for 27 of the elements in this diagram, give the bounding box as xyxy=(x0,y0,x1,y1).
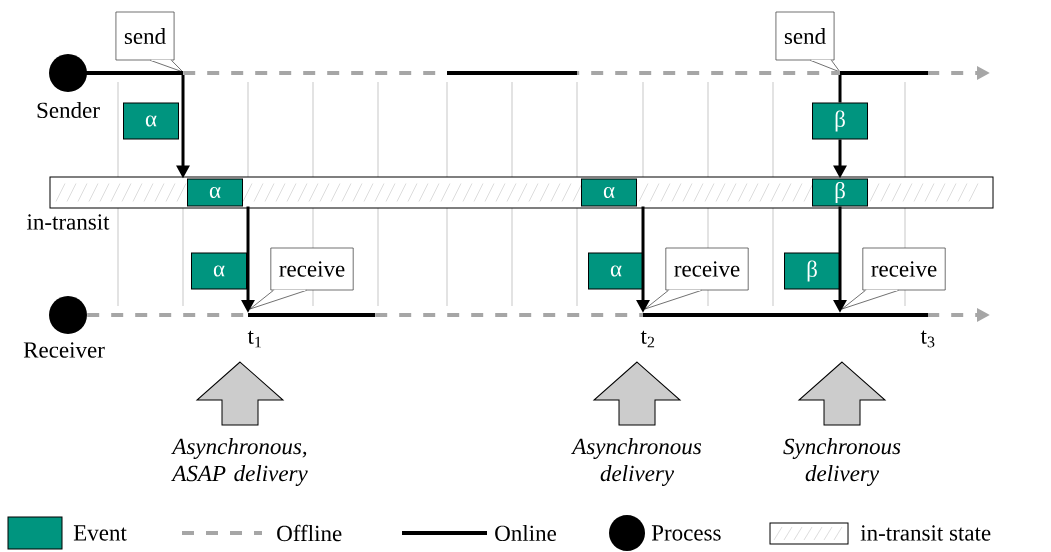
time-label: t$_{3}$ xyxy=(920,330,935,348)
event-box: β xyxy=(784,252,840,290)
process-label: Receiver xyxy=(23,342,105,358)
caption-text: Asynchronous, ASAP delivery xyxy=(171,438,308,486)
callout-bubble: receive xyxy=(841,247,946,310)
event-box: α xyxy=(581,178,637,207)
bar-label: in-transit xyxy=(26,214,110,230)
process-label: Sender xyxy=(37,101,100,119)
callout-bubble: receive xyxy=(644,247,749,310)
time-label: t$_{1}$ xyxy=(247,330,261,348)
legend-item: Process xyxy=(609,515,721,551)
callout-bubble: send xyxy=(115,11,184,73)
legend-label: Event xyxy=(73,525,127,541)
legend-item: in-transit state xyxy=(769,522,991,545)
legend-item: Online xyxy=(402,524,556,542)
event-box: β xyxy=(812,102,868,140)
callout-bubble: receive xyxy=(249,247,354,310)
event-box: α xyxy=(187,178,243,207)
event-box: α xyxy=(123,102,179,140)
caption-text: Asynchronous delivery xyxy=(571,438,702,486)
time-label: t$_{2}$ xyxy=(640,330,655,348)
legend-item: Offline xyxy=(182,524,342,542)
event-box: α xyxy=(191,252,247,290)
caption-text: Synchronous delivery xyxy=(783,438,901,486)
callout-bubble: send xyxy=(775,11,841,73)
event-box: β xyxy=(812,178,868,207)
event-box: α xyxy=(588,252,644,290)
